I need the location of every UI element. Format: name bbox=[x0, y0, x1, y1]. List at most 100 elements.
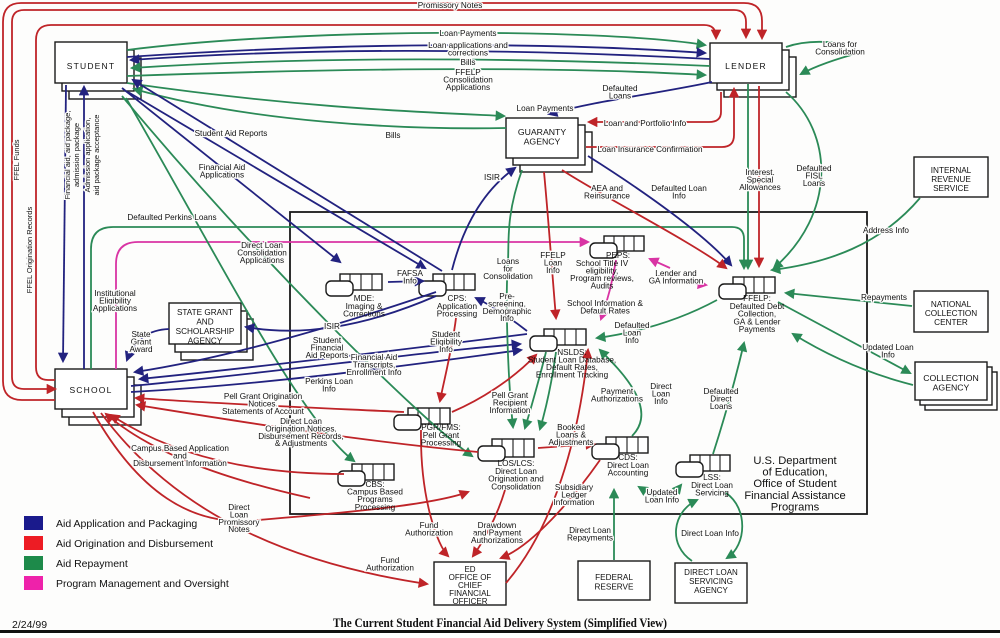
svg-text:Transcripts,: Transcripts, bbox=[353, 360, 395, 369]
svg-text:NATIONAL: NATIONAL bbox=[931, 300, 972, 309]
svg-text:Pell Grant Origination: Pell Grant Origination bbox=[224, 392, 303, 401]
svg-text:Aid Application and Packaging: Aid Application and Packaging bbox=[56, 518, 197, 530]
svg-text:admission package: admission package bbox=[72, 123, 81, 187]
svg-text:Loans for: Loans for bbox=[823, 40, 857, 49]
svg-text:CPS:: CPS: bbox=[447, 294, 466, 303]
svg-text:GUARANTY: GUARANTY bbox=[518, 127, 566, 137]
svg-text:Notices,: Notices, bbox=[248, 399, 278, 408]
svg-text:Disbursement Information: Disbursement Information bbox=[133, 459, 227, 468]
svg-text:eligibility,: eligibility, bbox=[586, 267, 619, 276]
svg-text:Info: Info bbox=[546, 266, 560, 275]
svg-text:Consolidation: Consolidation bbox=[483, 272, 533, 281]
svg-text:AGENCY: AGENCY bbox=[188, 337, 223, 346]
svg-text:Promissory: Promissory bbox=[219, 518, 261, 527]
svg-text:Student Loan Database,: Student Loan Database, bbox=[528, 356, 616, 365]
svg-text:Loan Payments: Loan Payments bbox=[517, 104, 574, 113]
svg-text:FFELP: FFELP bbox=[540, 251, 566, 260]
svg-text:OFFICER: OFFICER bbox=[452, 597, 487, 606]
svg-text:Lender and: Lender and bbox=[655, 269, 697, 278]
svg-text:Information: Information bbox=[554, 498, 595, 507]
svg-text:Corrections: Corrections bbox=[343, 310, 385, 319]
svg-text:Direct Loan: Direct Loan bbox=[241, 241, 283, 250]
svg-text:Financial Aid: Financial Aid bbox=[351, 353, 398, 362]
svg-text:Default Rates,: Default Rates, bbox=[546, 363, 598, 372]
svg-text:Defaulted Perkins Loans: Defaulted Perkins Loans bbox=[127, 213, 216, 222]
svg-text:Aid Repayment: Aid Repayment bbox=[56, 558, 128, 570]
svg-text:FFEL Funds: FFEL Funds bbox=[12, 139, 21, 180]
svg-text:STATE GRANT: STATE GRANT bbox=[177, 308, 233, 317]
svg-text:Bills: Bills bbox=[460, 58, 475, 67]
svg-text:Enrollment Info: Enrollment Info bbox=[346, 368, 402, 377]
svg-text:ED: ED bbox=[464, 565, 475, 574]
svg-text:Application: Application bbox=[437, 302, 478, 311]
svg-text:COLLECTION: COLLECTION bbox=[925, 309, 977, 318]
svg-text:& Adjustments: & Adjustments bbox=[275, 439, 327, 448]
svg-text:Fund: Fund bbox=[420, 521, 439, 530]
svg-text:Applications: Applications bbox=[240, 256, 284, 265]
svg-text:AGENCY: AGENCY bbox=[933, 383, 970, 393]
svg-text:Applications: Applications bbox=[93, 304, 137, 313]
svg-text:Loans: Loans bbox=[497, 257, 519, 266]
svg-text:Direct Loan: Direct Loan bbox=[569, 526, 611, 535]
svg-text:Applications: Applications bbox=[200, 170, 244, 179]
svg-text:CENTER: CENTER bbox=[934, 318, 968, 327]
svg-text:INTERNAL: INTERNAL bbox=[931, 166, 972, 175]
svg-text:PGR/FMS:: PGR/FMS: bbox=[421, 423, 461, 432]
svg-text:Bills: Bills bbox=[385, 131, 400, 140]
svg-text:Info: Info bbox=[881, 350, 895, 359]
svg-text:Defaulted: Defaulted bbox=[614, 321, 649, 330]
svg-text:Programs: Programs bbox=[357, 495, 393, 504]
svg-text:Direct Loan: Direct Loan bbox=[691, 481, 733, 490]
svg-text:Authorizations: Authorizations bbox=[471, 536, 523, 545]
svg-text:Financial Aid: Financial Aid bbox=[199, 163, 246, 172]
svg-text:Payment: Payment bbox=[601, 387, 634, 396]
svg-text:Loan applications and: Loan applications and bbox=[428, 41, 508, 50]
svg-text:Institutional: Institutional bbox=[94, 289, 136, 298]
svg-text:Collection,: Collection, bbox=[738, 310, 776, 319]
svg-text:of Education,: of Education, bbox=[762, 467, 827, 479]
svg-text:Direct Loan: Direct Loan bbox=[495, 467, 537, 476]
svg-text:for: for bbox=[503, 264, 513, 273]
svg-text:Pell Grant: Pell Grant bbox=[492, 391, 529, 400]
svg-text:Statements of Account: Statements of Account bbox=[222, 407, 305, 416]
svg-text:Consolidation: Consolidation bbox=[491, 482, 541, 491]
svg-text:Processing: Processing bbox=[355, 503, 396, 512]
svg-text:Loan: Loan bbox=[623, 328, 642, 337]
svg-text:FFELP:: FFELP: bbox=[743, 294, 771, 303]
svg-text:Program reviews,: Program reviews, bbox=[570, 274, 634, 283]
svg-text:ISIR: ISIR bbox=[484, 173, 500, 182]
svg-text:Info: Info bbox=[322, 384, 336, 393]
svg-text:DIRECT LOAN: DIRECT LOAN bbox=[684, 568, 738, 577]
svg-text:Consolidation: Consolidation bbox=[237, 248, 287, 257]
svg-text:Loan: Loan bbox=[652, 389, 671, 398]
svg-text:GA & Lender: GA & Lender bbox=[734, 317, 781, 326]
svg-text:Notes: Notes bbox=[228, 525, 249, 534]
svg-text:Loans &: Loans & bbox=[556, 430, 587, 439]
svg-text:Authorization: Authorization bbox=[405, 528, 453, 537]
svg-text:Direct: Direct bbox=[710, 394, 732, 403]
svg-text:FAFSA: FAFSA bbox=[397, 269, 423, 278]
svg-text:Loans: Loans bbox=[803, 179, 825, 188]
svg-text:Defaulted Loan: Defaulted Loan bbox=[651, 184, 707, 193]
svg-text:CBS:: CBS: bbox=[365, 480, 384, 489]
svg-text:SCHOLARSHIP: SCHOLARSHIP bbox=[176, 327, 235, 336]
svg-text:Payments: Payments bbox=[739, 325, 775, 334]
svg-text:Loan Info: Loan Info bbox=[645, 495, 680, 504]
svg-text:Eligibility: Eligibility bbox=[430, 337, 463, 346]
svg-text:COLLECTION: COLLECTION bbox=[923, 373, 979, 383]
svg-text:Financial: Financial bbox=[311, 343, 344, 352]
svg-text:Loans: Loans bbox=[710, 402, 732, 411]
svg-text:Disbursement Records,: Disbursement Records, bbox=[258, 432, 344, 441]
svg-text:Authorization: Authorization bbox=[366, 563, 414, 572]
svg-text:GA Information: GA Information bbox=[649, 276, 704, 285]
svg-text:Financial Assistance: Financial Assistance bbox=[744, 490, 845, 502]
svg-text:Drawdown: Drawdown bbox=[478, 521, 517, 530]
svg-text:FFEL Origination Records: FFEL Origination Records bbox=[25, 207, 34, 294]
svg-text:ISIR: ISIR bbox=[324, 322, 340, 331]
svg-text:Imaging &: Imaging & bbox=[346, 302, 383, 311]
svg-text:Consolidation: Consolidation bbox=[443, 75, 493, 84]
svg-text:and Payment: and Payment bbox=[473, 528, 522, 537]
svg-text:Updated: Updated bbox=[647, 488, 678, 497]
svg-text:Direct: Direct bbox=[650, 382, 672, 391]
svg-text:Student: Student bbox=[313, 336, 342, 345]
